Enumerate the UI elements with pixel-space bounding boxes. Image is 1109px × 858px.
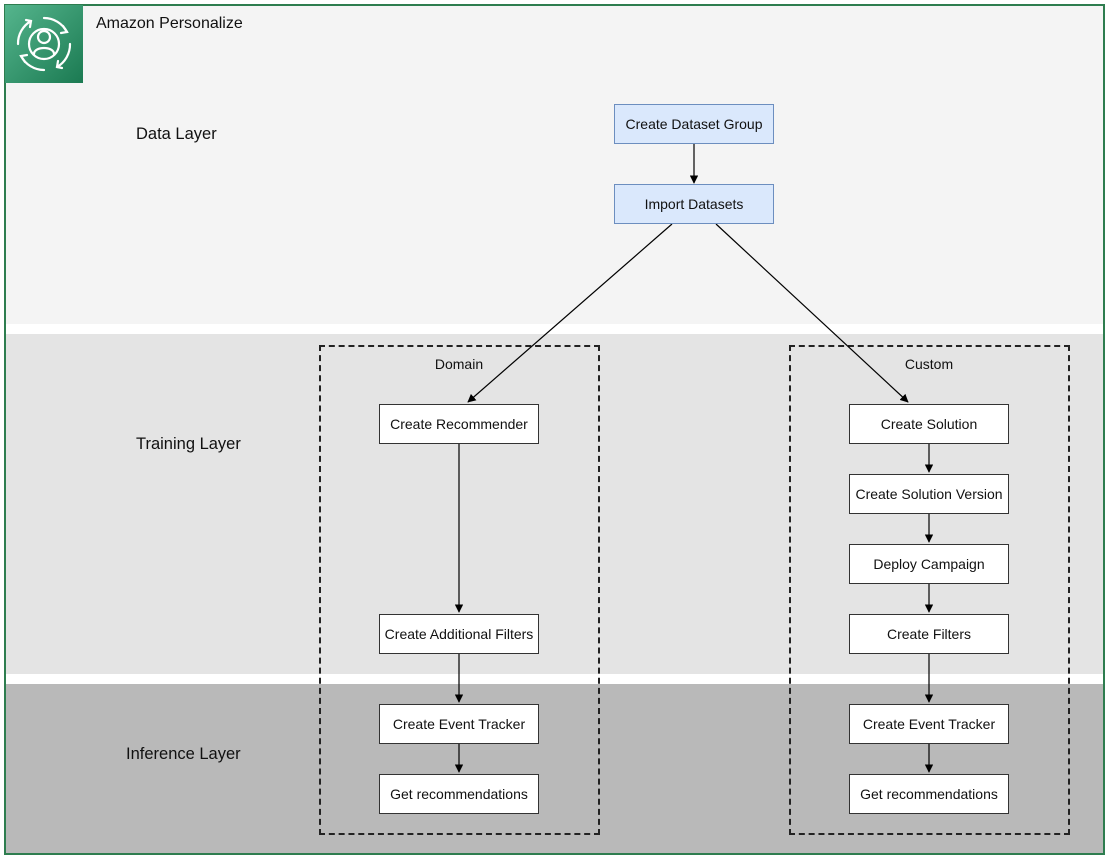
personalize-logo-icon (5, 5, 83, 83)
domain-group-label: Domain (434, 356, 484, 372)
create-additional-filters-node[interactable]: Create Additional Filters (379, 614, 539, 654)
import-datasets-node[interactable]: Import Datasets (614, 184, 774, 224)
create-filters-node[interactable]: Create Filters (849, 614, 1009, 654)
domain-create-event-tracker-node[interactable]: Create Event Tracker (379, 704, 539, 744)
custom-get-recommendations-node[interactable]: Get recommendations (849, 774, 1009, 814)
custom-group-label: Custom (904, 356, 954, 372)
create-solution-version-node[interactable]: Create Solution Version (849, 474, 1009, 514)
create-solution-node[interactable]: Create Solution (849, 404, 1009, 444)
inference-layer-label: Inference Layer (126, 745, 241, 763)
deploy-campaign-node[interactable]: Deploy Campaign (849, 544, 1009, 584)
training-layer-label: Training Layer (136, 435, 241, 453)
domain-get-recommendations-node[interactable]: Get recommendations (379, 774, 539, 814)
create-dataset-group-node[interactable]: Create Dataset Group (614, 104, 774, 144)
edge-import-to-recommender (467, 223, 673, 403)
custom-group (789, 345, 1070, 835)
edge-import-to-solution (715, 223, 909, 403)
create-recommender-node[interactable]: Create Recommender (379, 404, 539, 444)
domain-group (319, 345, 600, 835)
data-layer-label: Data Layer (136, 125, 217, 143)
custom-create-event-tracker-node[interactable]: Create Event Tracker (849, 704, 1009, 744)
diagram-title: Amazon Personalize (96, 15, 243, 32)
diagram-frame (4, 4, 1105, 855)
data-layer-band (6, 6, 1103, 324)
